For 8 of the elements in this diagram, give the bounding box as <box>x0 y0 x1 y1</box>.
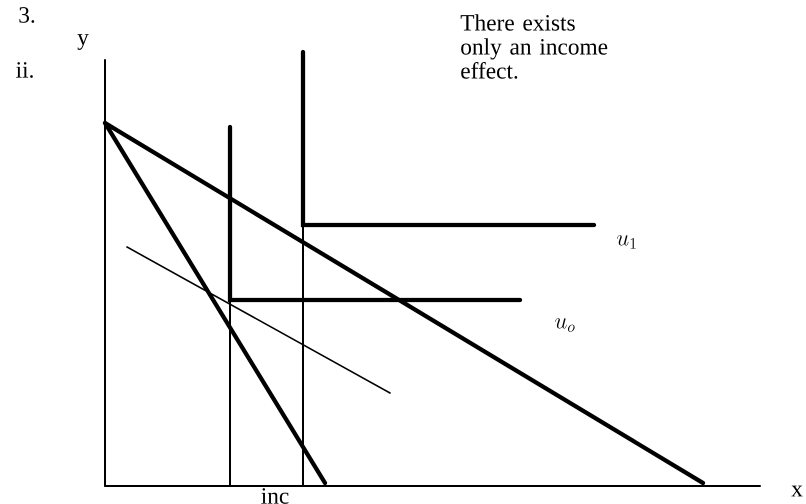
curve-label: $u_{o}$ <box>555 318 575 332</box>
curve-label: $u_{1}$ <box>616 235 636 249</box>
axis-label: y <box>77 34 89 50</box>
note-text: There exists only an income effect. <box>460 14 608 79</box>
axis-label: inc <box>261 488 289 504</box>
axis-label: x <box>791 486 803 496</box>
item-number: 3. <box>19 7 34 23</box>
item-number: ii. <box>16 62 33 78</box>
